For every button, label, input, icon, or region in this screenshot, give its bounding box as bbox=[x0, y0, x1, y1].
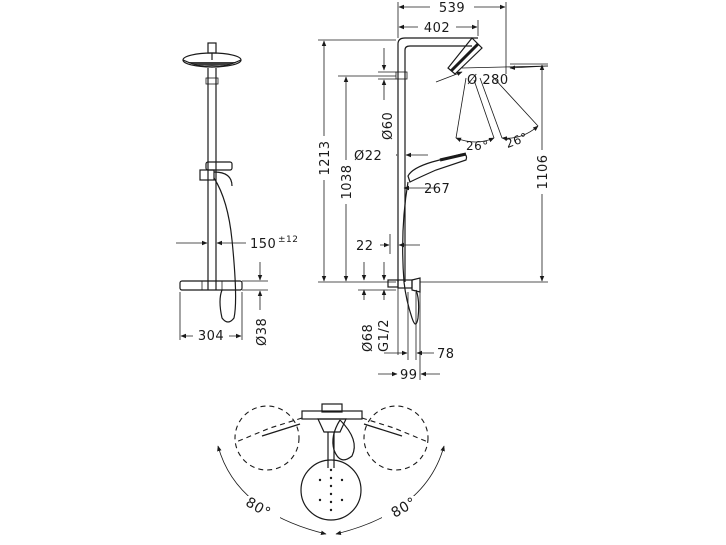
front-view: 304 150 ±12 Ø38 bbox=[176, 42, 299, 346]
side-hand-shower bbox=[407, 152, 468, 183]
dim-arm-height-label: 1038 bbox=[340, 164, 355, 199]
dim-spacing-150: 150 ±12 bbox=[176, 232, 299, 252]
dim-hand-shower: 267 bbox=[403, 182, 450, 197]
front-thermostat bbox=[179, 280, 243, 291]
dim-hand-shower-label: 267 bbox=[424, 182, 450, 197]
top-view: 80° 80° bbox=[217, 403, 445, 535]
dim-depth: 78 bbox=[384, 292, 455, 362]
dim-offset-label: 22 bbox=[356, 239, 374, 254]
swing-circle-right bbox=[363, 405, 429, 471]
dim-width-304: 304 bbox=[179, 292, 243, 344]
dim-arm-length: 402 bbox=[398, 20, 479, 36]
front-shower-head bbox=[182, 42, 242, 68]
front-hose bbox=[213, 177, 237, 323]
dim-pipe-dia: Ø60 bbox=[378, 48, 396, 140]
dim-wall-depth-label: 99 bbox=[400, 368, 418, 383]
dim-head-height: 1213 bbox=[316, 39, 396, 283]
dim-head-height-label: 1213 bbox=[318, 140, 333, 175]
angle-arc-right bbox=[335, 445, 445, 535]
side-shower-head bbox=[447, 37, 483, 75]
dim-tilt-left-label: 26° bbox=[466, 139, 489, 153]
dim-total-projection: 539 bbox=[397, 0, 507, 74]
dim-wall-depth: 99 bbox=[378, 292, 440, 383]
dim-width-label: 304 bbox=[198, 329, 224, 344]
dim-total-projection-label: 539 bbox=[439, 1, 465, 16]
dim-rail-dia: Ø22 bbox=[352, 148, 428, 164]
top-wall-thermostat bbox=[301, 403, 363, 433]
dim-thermostat-dia-label: Ø38 bbox=[255, 318, 270, 346]
dim-max-height-label: 1106 bbox=[536, 154, 551, 189]
top-hand-shower bbox=[332, 419, 355, 461]
dim-offset: 22 bbox=[354, 234, 420, 254]
side-view: 539 402 Ø 280 26° 26° bbox=[316, 0, 551, 383]
dim-max-height: 1106 bbox=[420, 63, 551, 283]
swing-circle-left bbox=[234, 405, 300, 471]
front-hand-shower-holder bbox=[199, 161, 233, 187]
dim-rail-dia-label: Ø22 bbox=[354, 149, 382, 164]
dim-pipe-dia-label: Ø60 bbox=[381, 112, 396, 140]
dim-arm-length-label: 402 bbox=[424, 21, 450, 36]
dim-head-dia-label: Ø 280 bbox=[467, 73, 509, 88]
dim-spacing-label: 150 bbox=[250, 237, 276, 252]
dim-tilt-right-label: 26° bbox=[504, 130, 530, 151]
dim-bottom-markers bbox=[358, 262, 396, 300]
side-hose bbox=[402, 181, 420, 325]
dim-thermostat-dia: Ø38 bbox=[242, 262, 270, 346]
front-riser-pipe bbox=[205, 68, 219, 290]
dim-rosette-dia-label: Ø68 bbox=[361, 324, 376, 352]
head-pattern bbox=[318, 468, 344, 512]
dim-spacing-tolerance: ±12 bbox=[278, 235, 299, 245]
side-riser-pipe bbox=[395, 37, 478, 282]
dim-depth-label: 78 bbox=[437, 347, 455, 362]
arm-right bbox=[361, 417, 429, 443]
side-thermostat bbox=[387, 277, 421, 355]
angle-arc-left bbox=[217, 445, 327, 535]
arm-left bbox=[235, 417, 303, 443]
dim-thread-label: G1/2 bbox=[377, 319, 392, 352]
dim-arm-height: 1038 bbox=[338, 75, 396, 282]
